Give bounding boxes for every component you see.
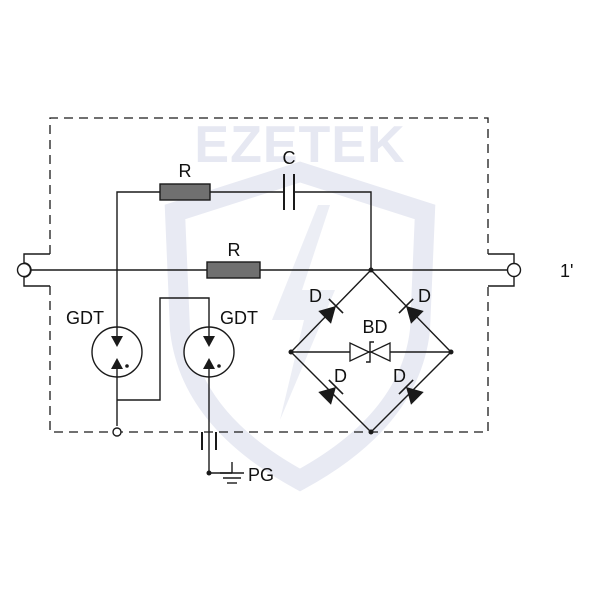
- main-line: R: [31, 240, 507, 279]
- terminal-right: [488, 253, 522, 287]
- enclosure-bottom: [49, 286, 489, 433]
- watermark-text: EZETEK: [194, 116, 405, 174]
- resistor-mid: [206, 261, 261, 279]
- enclosure-top: [49, 117, 489, 254]
- resistor-top: [159, 183, 211, 201]
- diode-bottom-right-label: D: [393, 366, 406, 386]
- gdt-left: GDT: [66, 270, 143, 426]
- terminal-right-label: 1': [560, 261, 573, 281]
- diode-bottom-left-label: D: [334, 366, 347, 386]
- bidirectional-diode-label: BD: [362, 317, 387, 337]
- diode-bottom-right: [398, 379, 424, 405]
- gdt-right-label: GDT: [220, 308, 258, 328]
- ground-icon: [220, 472, 244, 484]
- diode-bottom-left: [318, 379, 344, 405]
- watermark: EZETEK: [164, 116, 436, 492]
- diode-top-right-label: D: [418, 286, 431, 306]
- ground-branch: PG: [112, 426, 274, 485]
- gdt-right: GDT: [117, 297, 258, 426]
- capacitor-top-label: C: [283, 148, 296, 168]
- diode-top-right: [398, 298, 424, 324]
- enclosure: [49, 117, 489, 433]
- resistor-top-label: R: [179, 161, 192, 181]
- ground-label: PG: [248, 465, 274, 485]
- rc-branch: R C: [116, 148, 372, 270]
- bidirectional-diode: [349, 341, 391, 363]
- diode-top-left: [318, 298, 344, 324]
- resistor-mid-label: R: [228, 240, 241, 260]
- gdt-left-label: GDT: [66, 308, 104, 328]
- diode-top-left-label: D: [309, 286, 322, 306]
- watermark-bolt-icon: [272, 205, 335, 420]
